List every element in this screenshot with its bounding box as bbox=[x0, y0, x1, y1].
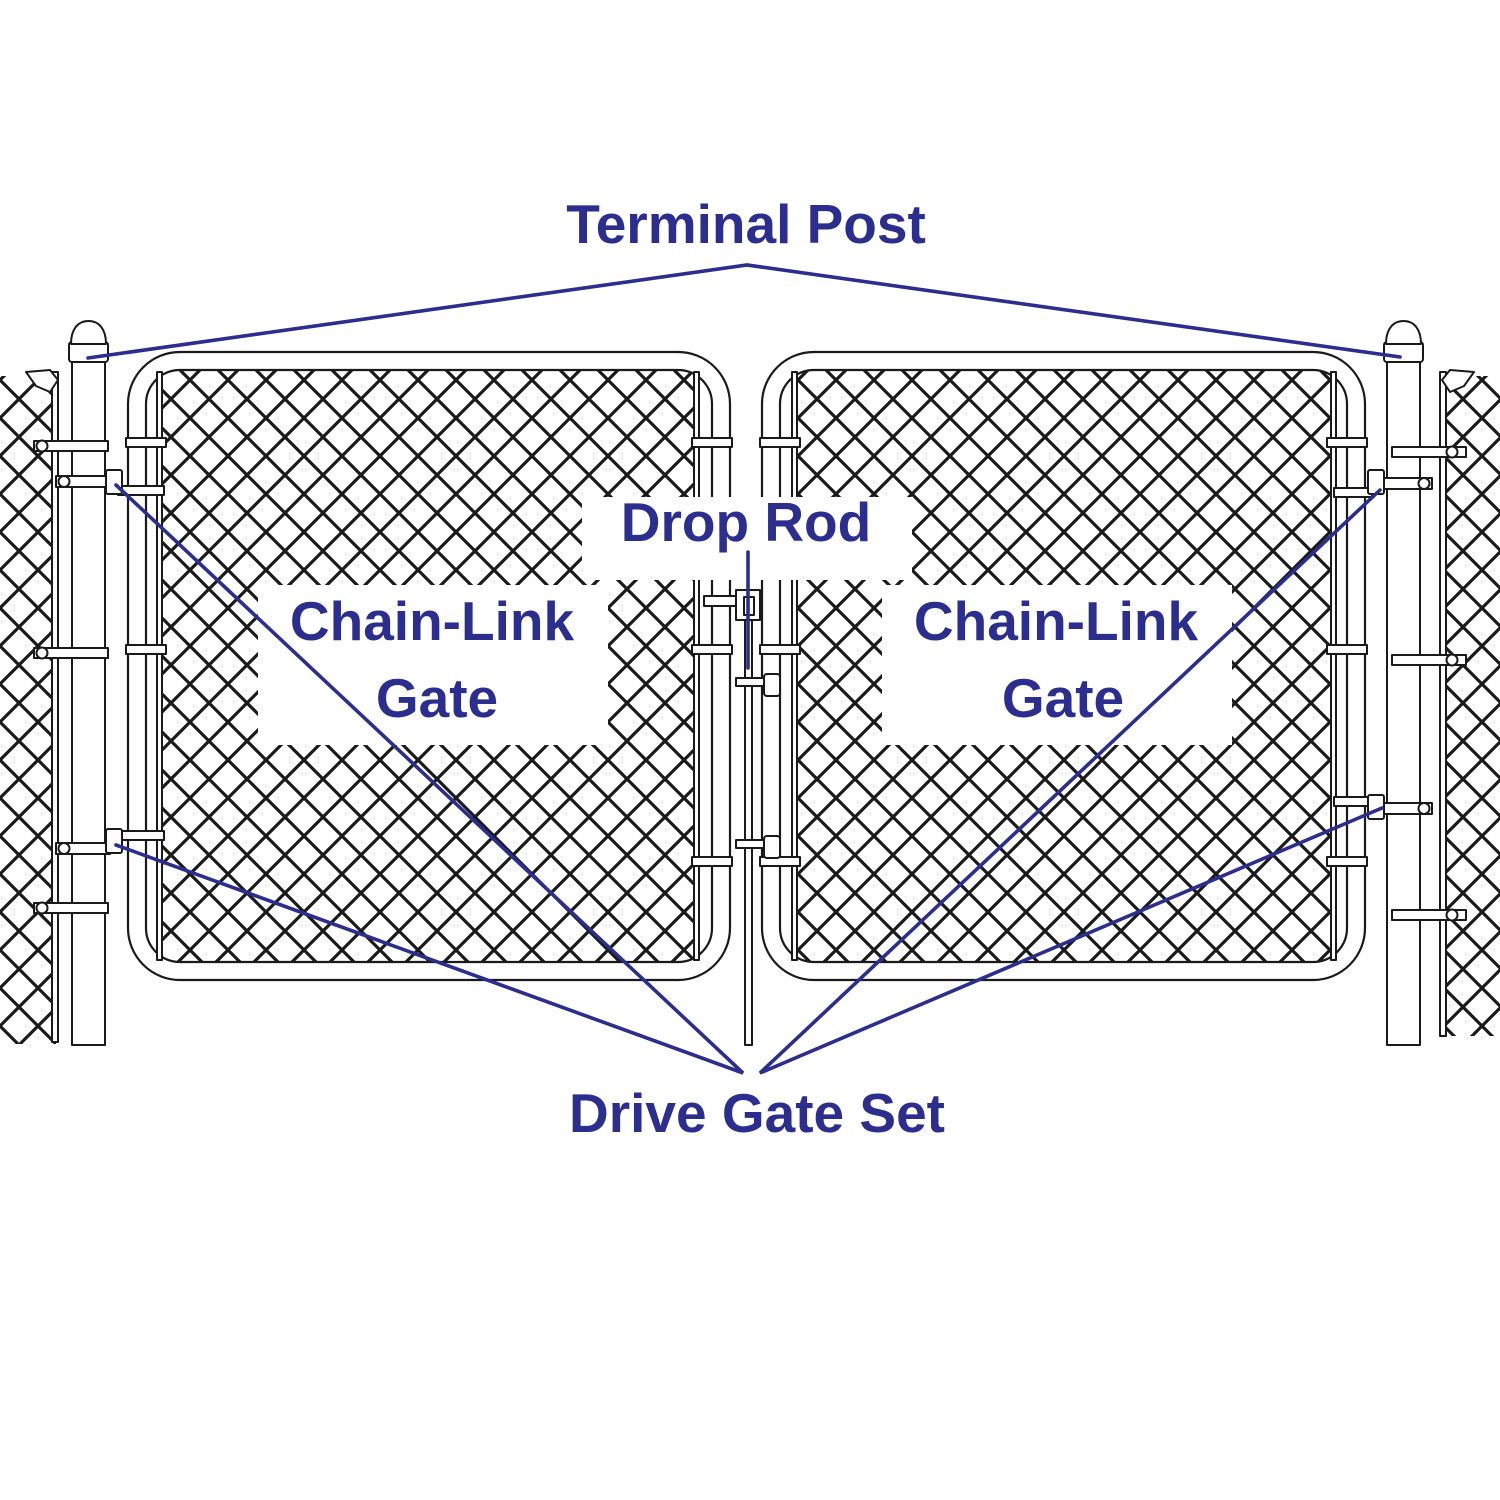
left-gate-band bbox=[125, 644, 167, 655]
left-fence-band bbox=[33, 647, 109, 659]
left-gate-label-background bbox=[258, 585, 608, 745]
right-fence-band bbox=[1391, 446, 1467, 458]
right-fence-band-bolt bbox=[1445, 445, 1459, 459]
right-upper-hinge-bolt bbox=[1417, 477, 1431, 490]
drop-rod-label: Drop Rod bbox=[621, 491, 872, 553]
right-gate-label-background bbox=[882, 585, 1232, 745]
right-gate-band bbox=[1326, 644, 1368, 655]
drop-rod-lower-guide-loop bbox=[763, 835, 781, 859]
left-gate-tension-bar-left bbox=[156, 371, 163, 961]
right-fence-top-tie bbox=[1441, 369, 1475, 393]
left-gate-band bbox=[125, 437, 167, 448]
left-lower-hinge-barrel bbox=[105, 828, 123, 854]
left-fence-top-tie bbox=[25, 369, 59, 393]
right-post-body bbox=[1386, 354, 1421, 1046]
right-gate-band bbox=[759, 644, 801, 655]
right-fence-mesh bbox=[1444, 376, 1500, 1036]
left-gate-label-line1: Chain-Link bbox=[290, 590, 575, 652]
left-gate-tension-bar-right bbox=[693, 371, 700, 961]
drop-rod-assembly bbox=[703, 589, 781, 1046]
left-gate-frame bbox=[126, 350, 732, 982]
right-fence-band-bolt bbox=[1445, 908, 1459, 922]
left-upper-hinge-bolt bbox=[57, 475, 71, 488]
labels: Terminal Post Drop Rod Chain-Link Gate C… bbox=[290, 193, 1199, 1144]
left-gate bbox=[126, 350, 732, 982]
right-post-cap-dome bbox=[1385, 320, 1422, 345]
hinges bbox=[55, 469, 1433, 855]
left-post-cap-dome bbox=[70, 320, 107, 345]
right-gate-tension-bar-left bbox=[791, 371, 798, 961]
right-gate-label-line2: Gate bbox=[1002, 667, 1124, 729]
drive-gate-set-leader-left bbox=[114, 483, 745, 1075]
right-gate-tension-bar-right bbox=[1330, 371, 1337, 961]
fence-edges bbox=[25, 369, 1475, 1043]
left-fence-band bbox=[33, 440, 109, 452]
left-lower-hinge-bolt bbox=[57, 842, 71, 855]
right-gate-band bbox=[1326, 856, 1368, 867]
right-gate-band bbox=[759, 437, 801, 448]
terminal-post-label: Terminal Post bbox=[566, 193, 926, 255]
right-gate-label-line1: Chain-Link bbox=[914, 590, 1199, 652]
right-lower-hinge-arm bbox=[1333, 796, 1373, 807]
left-gate-band bbox=[691, 856, 733, 867]
left-terminal-post bbox=[68, 320, 109, 1046]
right-fence-tension-bar bbox=[1439, 371, 1447, 1037]
left-post-body bbox=[71, 354, 106, 1046]
left-fence-band-bolt bbox=[35, 646, 49, 660]
right-gate-frame bbox=[760, 350, 1367, 982]
left-gate-band bbox=[691, 437, 733, 448]
drive-gate-set-label: Drive Gate Set bbox=[569, 1082, 945, 1144]
left-fence-band bbox=[33, 902, 109, 914]
drop-rod-upper-guide-loop bbox=[763, 673, 781, 697]
terminal-post-leader bbox=[86, 263, 1402, 360]
left-fence-band-bolt bbox=[35, 439, 49, 453]
left-fence-band-bolt bbox=[35, 901, 49, 915]
left-fence-tension-bar bbox=[51, 371, 59, 1043]
right-fence-band bbox=[1391, 654, 1467, 666]
drive-gate-set-leader-right bbox=[758, 488, 1384, 1075]
tension-bands bbox=[33, 437, 1467, 922]
left-gate-label-line2: Gate bbox=[376, 667, 498, 729]
right-fence-band bbox=[1391, 909, 1467, 921]
right-fence-band-bolt bbox=[1445, 653, 1459, 667]
right-upper-hinge-arm bbox=[1333, 487, 1373, 498]
left-fence-mesh bbox=[0, 376, 56, 1044]
left-gate-band bbox=[691, 644, 733, 655]
right-gate bbox=[760, 350, 1367, 982]
leader-lines bbox=[86, 263, 1402, 1075]
right-gate-band bbox=[1326, 437, 1368, 448]
left-lower-hinge-arm bbox=[117, 830, 165, 841]
right-terminal-post bbox=[1383, 320, 1424, 1046]
right-lower-hinge-bolt bbox=[1417, 802, 1431, 815]
